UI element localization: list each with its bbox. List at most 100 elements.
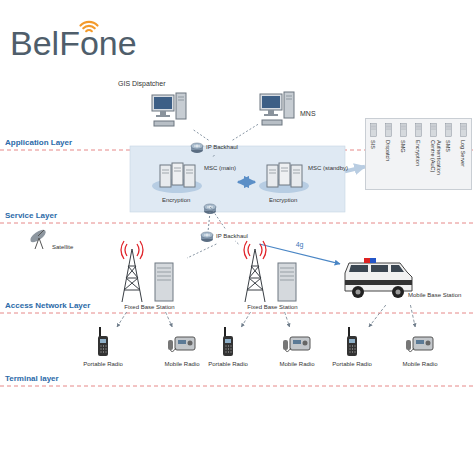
device-node: GIS Dispatcher: [118, 80, 196, 130]
node-label: MNS: [300, 110, 320, 118]
logo-arc: [81, 22, 98, 26]
rack-icon: [277, 262, 297, 302]
icon-part: [286, 348, 292, 352]
icon-part: [370, 123, 376, 136]
rack-icon: [429, 123, 438, 137]
icon-part: [224, 327, 226, 337]
layer-label: Service Layer: [5, 212, 57, 220]
icon-part: [350, 346, 356, 352]
icon-part: [279, 163, 290, 185]
layer-divider: [0, 313, 474, 314]
connector: [194, 130, 210, 141]
icon-part: [124, 266, 140, 290]
icon-part: [262, 120, 282, 125]
rack-icon: [444, 123, 453, 137]
server-panel: SISDispatchSMGEncryptionAuthentication C…: [365, 118, 472, 190]
icon-part: [244, 241, 247, 259]
node-label: Portable Radio: [203, 361, 253, 368]
router-icon: [190, 142, 204, 154]
icon-part: [162, 168, 193, 173]
server-label: Encryption: [415, 140, 421, 188]
rack-icon: [384, 123, 393, 137]
icon-part: [430, 123, 436, 136]
router-part: [204, 204, 216, 210]
icon-part: [392, 286, 404, 298]
node-label: GIS Dispatcher: [118, 80, 196, 88]
icon-part: [101, 346, 107, 352]
icon-part: [446, 125, 451, 129]
icon-part: [416, 340, 424, 344]
server-label: SIS: [370, 140, 376, 188]
icon-part: [172, 163, 183, 185]
node-label: Fixed Base Station: [235, 304, 310, 311]
icon-part: [284, 92, 294, 118]
connector: [231, 124, 258, 141]
icon-part: [352, 286, 364, 298]
icon-part: [260, 244, 262, 256]
icon-part: [155, 263, 173, 301]
node-label: Fixed Base Station: [112, 304, 187, 311]
logo-text: BelFone: [10, 26, 137, 60]
icon-part: [349, 339, 355, 343]
icon-part: [445, 123, 451, 136]
icon-part: [100, 339, 106, 343]
icon-part: [286, 96, 292, 99]
server-label: Log Server: [460, 140, 466, 188]
icon-part: [122, 249, 142, 302]
rack-icon: [154, 262, 174, 302]
icon-part: [225, 339, 231, 343]
car-icon: [340, 255, 415, 300]
icon-part: [349, 265, 404, 272]
icon-part: [416, 125, 421, 129]
rack-icon: [414, 123, 423, 137]
icon-part: [278, 263, 296, 301]
icon-part: [194, 145, 200, 148]
rack-icon: [459, 123, 468, 137]
icon-part: [396, 290, 401, 295]
icon-part: [400, 123, 406, 136]
icon-part: [460, 123, 466, 136]
connector: [117, 312, 127, 327]
layer-label: Access Network Layer: [5, 302, 90, 310]
icon-part: [247, 266, 263, 290]
layer-label: Terminal layer: [5, 375, 59, 383]
icon-part: [431, 125, 436, 129]
icon-part: [160, 111, 166, 115]
connector: [187, 244, 216, 258]
icon-part: [348, 327, 350, 337]
connector: [285, 312, 290, 327]
radio-icon: [96, 327, 110, 357]
icon-part: [156, 115, 170, 117]
icon-part: [370, 258, 376, 263]
device-node: Mobile Radio: [395, 327, 445, 371]
icon-part: [154, 97, 172, 109]
device-node: MSC (standby)Encryption: [255, 157, 345, 207]
icon-part: [385, 123, 391, 136]
icon-part: [191, 143, 203, 149]
connector: [210, 207, 226, 230]
device-node: Mobile Base Station: [340, 255, 470, 305]
icon-part: [154, 121, 174, 126]
icon-part: [401, 125, 406, 129]
icon-part: [293, 340, 301, 344]
icon-part: [406, 340, 411, 350]
layer-divider: [0, 223, 474, 224]
connector: [213, 155, 215, 157]
node-label: Portable Radio: [327, 361, 377, 368]
connector: [369, 305, 386, 327]
device-node: MSC (main)Encryption: [148, 157, 238, 207]
device-node: IP Backhaul: [190, 141, 250, 155]
icon-part: [125, 244, 127, 256]
icon-part: [168, 340, 173, 350]
node-label: Portable Radio: [78, 361, 128, 368]
server-label: SMG: [400, 140, 406, 188]
device-node: MNS: [258, 80, 320, 130]
rack-icon: [399, 123, 408, 137]
icon-part: [137, 244, 139, 256]
connector: [166, 312, 173, 327]
icon-part: [263, 241, 266, 259]
node-label: Encryption: [269, 197, 309, 204]
layer-label: Application Layer: [5, 139, 72, 147]
node-label: Encryption: [162, 197, 202, 204]
icon-part: [356, 290, 361, 295]
